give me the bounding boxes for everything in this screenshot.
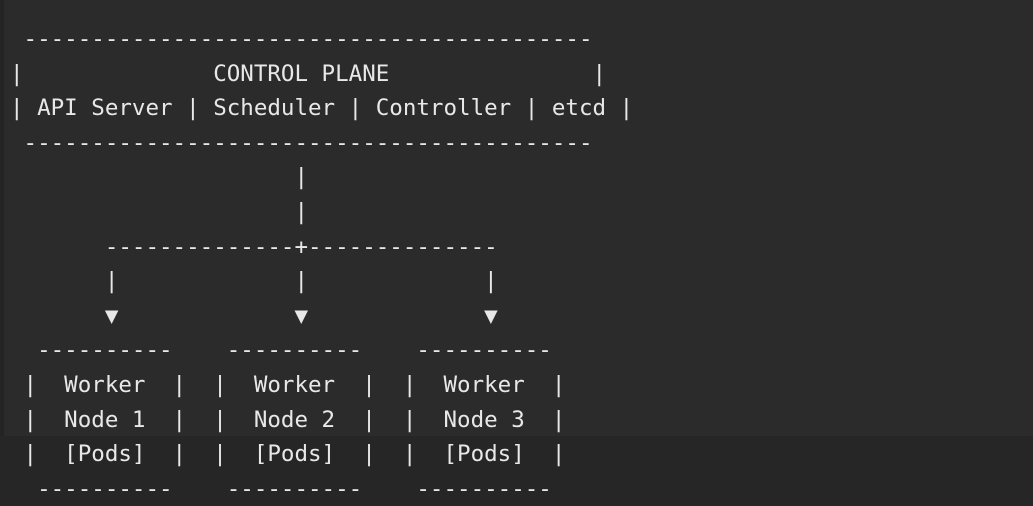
- ascii-architecture-diagram: ----------------------------------------…: [10, 26, 634, 502]
- left-edge-shade: [0, 0, 4, 436]
- diagram-canvas: ----------------------------------------…: [0, 0, 634, 502]
